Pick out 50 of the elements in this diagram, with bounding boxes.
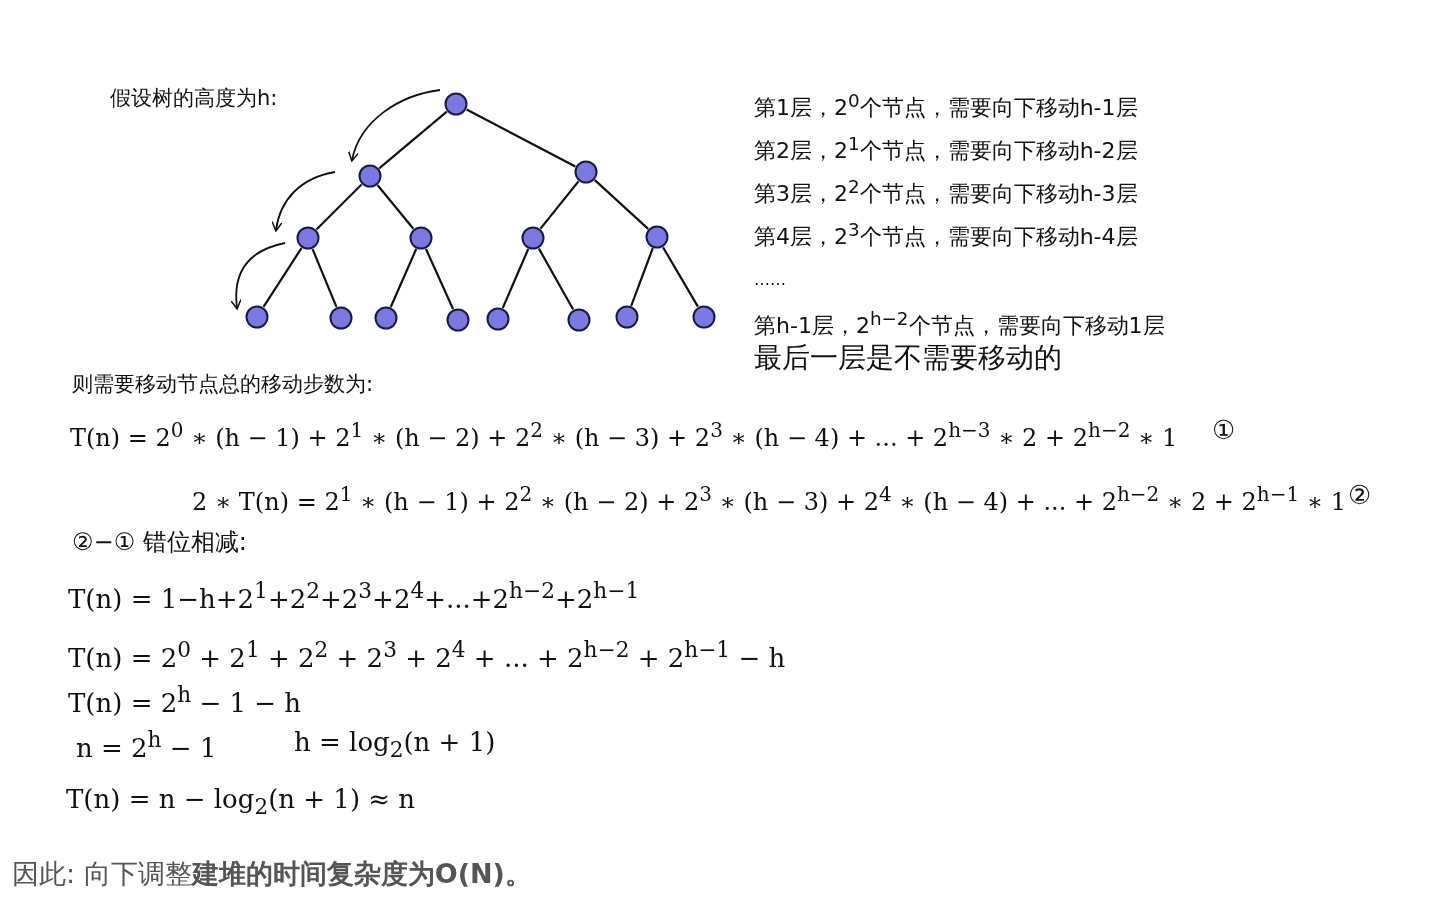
- tree-node-circle: [486, 307, 510, 331]
- tree-edge: [594, 179, 649, 230]
- level-text: 第4层，2$^{3}$个节点，需要向下移动h-4层: [754, 219, 1138, 251]
- tree-node-circle: [574, 160, 598, 184]
- ellipsis-text: ……: [754, 270, 786, 290]
- heading-text: 则需要移动节点总的移动步数为:: [72, 372, 374, 398]
- formula: 2 ∗ T(n) = 2$^{1}$ ∗ (h − 1) + 2$^{2}$ ∗ (h − 2) + 2$^{3}$ ∗ (h − 3) + 2$^{4}$ ∗ (h − 4) + ... + 2$^{h−2}$ ∗ 2 + 2$^{h−1}$ ∗ 1: [192, 482, 1347, 517]
- tree-node-circle: [245, 305, 269, 329]
- tree-edge: [378, 110, 448, 170]
- level-text: 第h-1层，2$^{h−2}$个节点，需要向下移动1层: [754, 308, 1165, 340]
- equation-number: ②: [1348, 480, 1372, 512]
- tree-node-circle: [358, 164, 382, 188]
- level-text: 第3层，2$^{2}$个节点，需要向下移动h-3层: [754, 176, 1138, 208]
- level-text: 第2层，2$^{1}$个节点，需要向下移动h-2层: [754, 133, 1138, 165]
- tree-edge: [466, 108, 576, 168]
- tree-node-circle: [645, 225, 669, 249]
- formula: T(n) = 2$^{0}$ + 2$^{1}$ + 2$^{2}$ + 2$^{3}$ + 2$^{4}$ + ... + 2$^{h−2}$ + 2$^{h−1}$ − h: [68, 637, 786, 674]
- tree-edge: [424, 248, 455, 310]
- tree-edge: [376, 184, 415, 230]
- tree-node-circle: [296, 226, 320, 250]
- formula: n = 2$^{h}$ − 1: [76, 727, 217, 764]
- tree-node-circle: [521, 226, 545, 250]
- tree-node-circle: [567, 308, 591, 332]
- conclusion-text: 因此: 向下调整建堆的时间复杂度为O(N)。: [12, 858, 532, 891]
- tree-node-circle: [409, 226, 433, 250]
- tree-edge: [539, 180, 580, 230]
- tree-edge: [389, 248, 418, 308]
- formula: T(n) = 2$^{0}$ ∗ (h − 1) + 2$^{1}$ ∗ (h − 2) + 2$^{2}$ ∗ (h − 3) + 2$^{3}$ ∗ (h − 4) + ... + 2$^{h−3}$ ∗ 2 + 2$^{h−2}$ ∗ 1: [70, 418, 1178, 453]
- level-text: 第1层，2$^{0}$个节点，需要向下移动h-1层: [754, 90, 1138, 122]
- tree-node-circle: [692, 305, 716, 329]
- equation-number: ①: [1212, 415, 1236, 447]
- tree-edge: [315, 183, 363, 231]
- tree-edge: [537, 247, 575, 311]
- tree-node-circle: [615, 305, 639, 329]
- tree-edge: [262, 247, 303, 308]
- tree-edge: [662, 246, 699, 308]
- tree-edge: [311, 248, 338, 308]
- tree-node-circle: [329, 306, 353, 330]
- formula: T(n) = n − log$_{2}$(n + 1) ≈ n: [66, 784, 416, 821]
- heading-text: 假设树的高度为h:: [110, 86, 278, 112]
- tree-node-circle: [444, 92, 468, 116]
- tree-node-circle: [446, 308, 470, 332]
- formula: h = log$_{2}$(n + 1): [294, 727, 496, 764]
- note-text: 最后一层是不需要移动的: [754, 341, 1062, 375]
- formula: T(n) = 1−h+2$^{1}$+2$^{2}$+2$^{3}$+2$^{4}$+...+2$^{h−2}$+2$^{h−1}$: [68, 578, 640, 615]
- formula: T(n) = 2$^{h}$ − 1 − h: [68, 682, 302, 719]
- tree-edge: [501, 248, 530, 309]
- tree-node-circle: [374, 306, 398, 330]
- heading-text: ②−① 错位相减:: [72, 528, 247, 557]
- tree-edge: [630, 247, 654, 307]
